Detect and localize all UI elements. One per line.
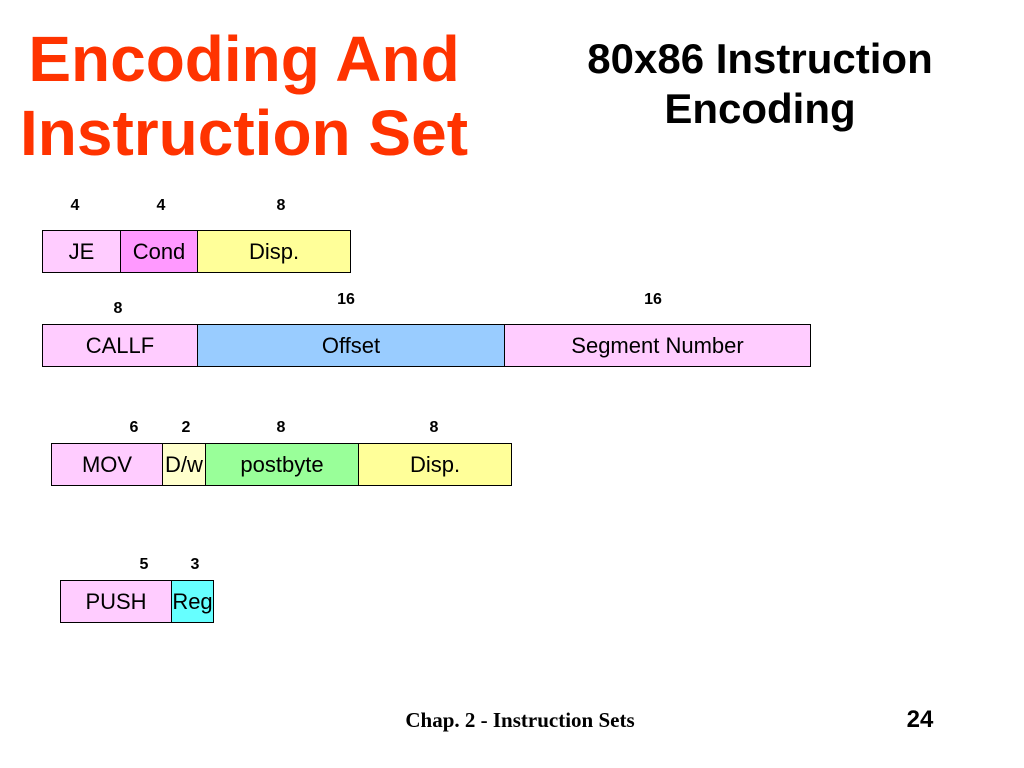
je-cond-field: Cond bbox=[120, 230, 198, 273]
je-disp-field: Disp. bbox=[197, 230, 351, 273]
footer-chapter-label: Chap. 2 - Instruction Sets bbox=[405, 708, 635, 732]
mov-disp-field: Disp. bbox=[358, 443, 512, 486]
page-number: 24 bbox=[906, 706, 934, 733]
push-reg-field: Reg bbox=[171, 580, 214, 623]
push-reg-bits-label: 3 bbox=[190, 556, 200, 573]
callf-opcode-field: CALLF bbox=[42, 324, 198, 367]
push-opcode-bits-label: 5 bbox=[139, 556, 149, 573]
je-opcode-field: JE bbox=[42, 230, 121, 273]
callf-segment-field: Segment Number bbox=[504, 324, 811, 367]
slide-title-line1: Encoding And bbox=[28, 23, 460, 95]
callf-segment-bits-label: 16 bbox=[644, 291, 662, 308]
callf-opcode-bits-label: 8 bbox=[113, 300, 123, 317]
mov-dw-bits-label: 2 bbox=[181, 419, 191, 436]
je-cond-bits-label: 4 bbox=[156, 197, 166, 214]
slide-subtitle-line2: Encoding bbox=[664, 85, 856, 132]
slide-subtitle: 80x86 Instruction Encoding bbox=[540, 34, 980, 134]
slide-title-line2: Instruction Set bbox=[19, 97, 469, 169]
callf-offset-bits-label: 16 bbox=[337, 291, 355, 308]
mov-opcode-field: MOV bbox=[51, 443, 163, 486]
mov-postbyte-bits-label: 8 bbox=[276, 419, 286, 436]
slide-title: Encoding And Instruction Set bbox=[14, 22, 474, 170]
je-opcode-bits-label: 4 bbox=[70, 197, 80, 214]
slide-subtitle-line1: 80x86 Instruction bbox=[587, 35, 933, 82]
mov-postbyte-field: postbyte bbox=[205, 443, 359, 486]
mov-opcode-bits-label: 6 bbox=[129, 419, 139, 436]
callf-offset-field: Offset bbox=[197, 324, 505, 367]
je-disp-bits-label: 8 bbox=[276, 197, 286, 214]
mov-dw-field: D/w bbox=[162, 443, 206, 486]
mov-disp-bits-label: 8 bbox=[429, 419, 439, 436]
push-opcode-field: PUSH bbox=[60, 580, 172, 623]
